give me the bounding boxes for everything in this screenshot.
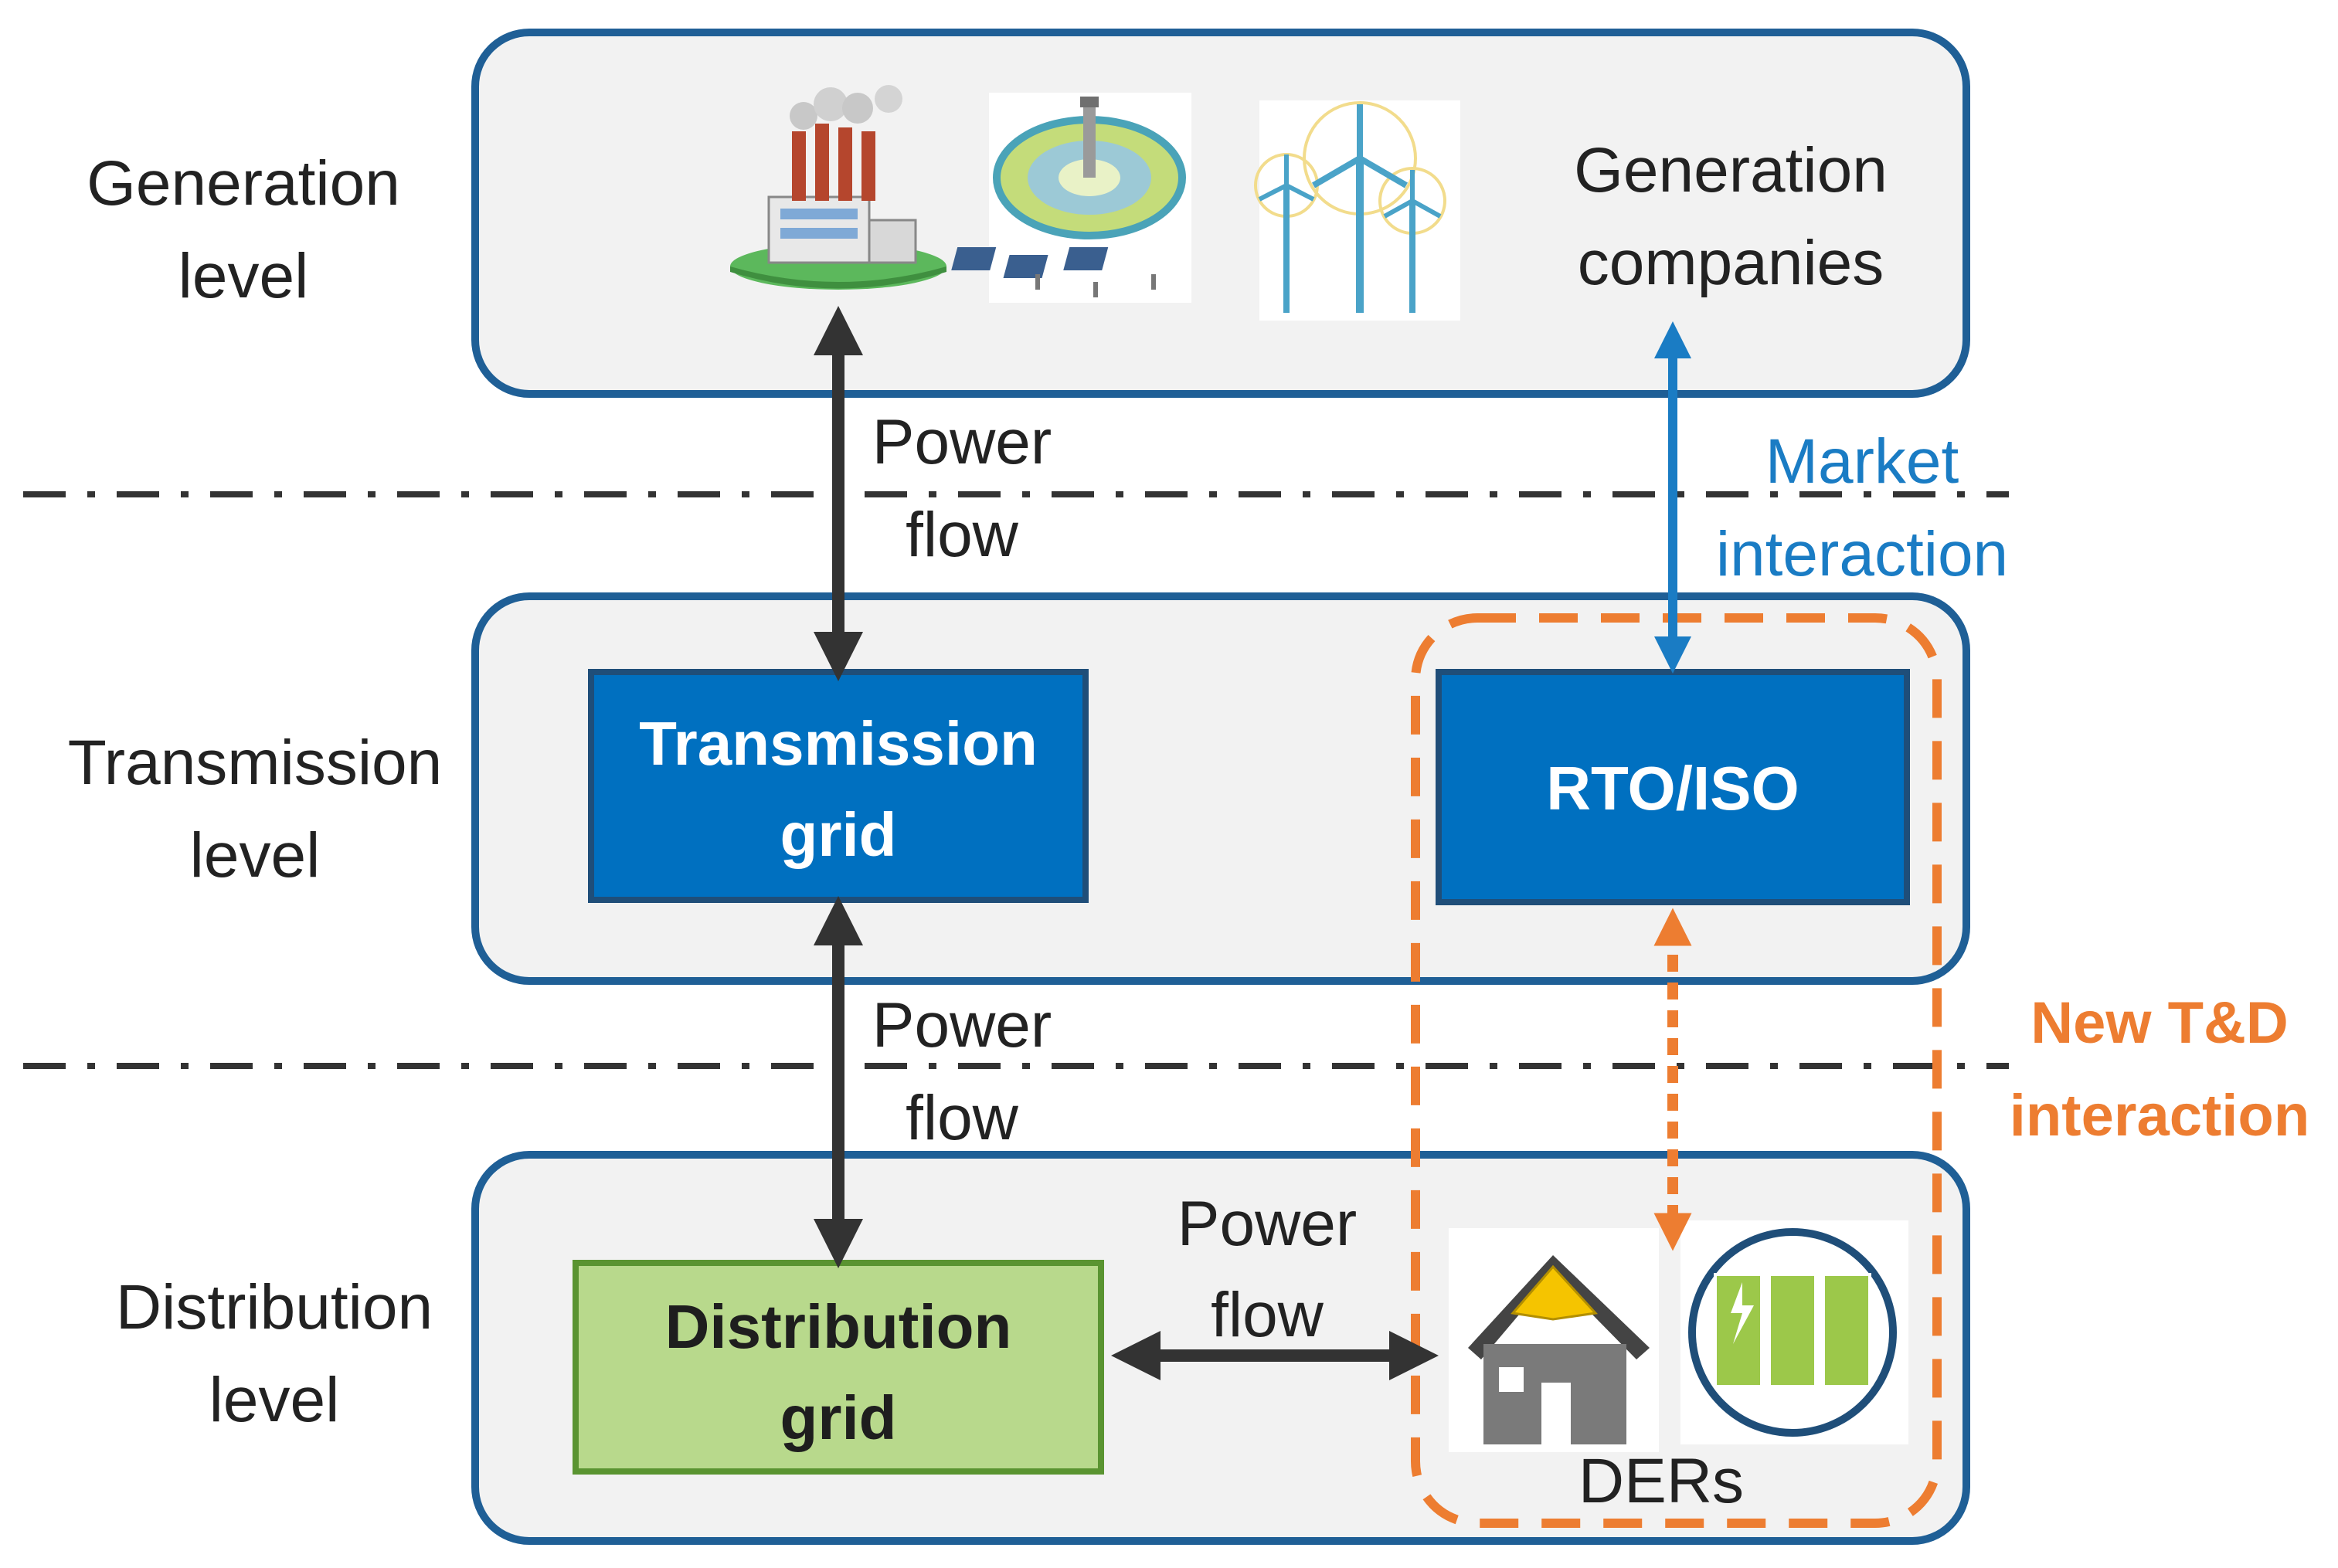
- power-flow-label-mid-line2: flow: [906, 1083, 1019, 1153]
- rto-iso-label: RTO/ISO: [1546, 754, 1799, 823]
- market-interaction-label: Market: [1765, 426, 1959, 497]
- solar-house-icon: [1449, 1228, 1659, 1452]
- transmission-grid-label-line2: grid: [780, 800, 896, 869]
- market-interaction-label-line2: interaction: [1716, 519, 2008, 589]
- transmission-level-label-line2: level: [190, 820, 321, 891]
- distribution-grid-label: Distribution: [665, 1292, 1012, 1361]
- factory-icon: [730, 85, 946, 290]
- generation-level-label: Generation: [87, 148, 400, 219]
- new-td-interaction-label: New T&D: [2030, 990, 2289, 1056]
- power-flow-label-top-line2: flow: [906, 500, 1019, 570]
- battery-storage-icon: [1680, 1220, 1908, 1444]
- power-flow-label-dist-line2: flow: [1211, 1280, 1324, 1350]
- generation-level-label-line2: level: [178, 241, 309, 311]
- generation-companies-label: Generation: [1574, 135, 1888, 205]
- power-flow-label-dist: Power: [1177, 1189, 1357, 1259]
- solar-tower-plant-icon: [951, 93, 1191, 303]
- transmission-grid-label: Transmission: [639, 709, 1038, 778]
- distribution-grid-label-line2: grid: [780, 1383, 896, 1452]
- power-flow-label-mid: Power: [872, 990, 1052, 1061]
- transmission-grid-box: [588, 669, 1089, 903]
- generation-companies-label-line2: companies: [1578, 228, 1884, 298]
- rto-iso-box: [1436, 669, 1910, 905]
- generation-level-panel: [471, 29, 1970, 398]
- wind-turbines-icon: [1254, 100, 1460, 321]
- distribution-level-label: Distribution: [116, 1272, 433, 1342]
- ders-label: DERs: [1578, 1446, 1744, 1516]
- transmission-level-label: Transmission: [68, 728, 443, 798]
- distribution-grid-box: [573, 1260, 1104, 1475]
- new-td-interaction-label-line2: interaction: [2010, 1083, 2310, 1149]
- distribution-level-label-line2: level: [209, 1365, 340, 1435]
- power-flow-label-top: Power: [872, 407, 1052, 477]
